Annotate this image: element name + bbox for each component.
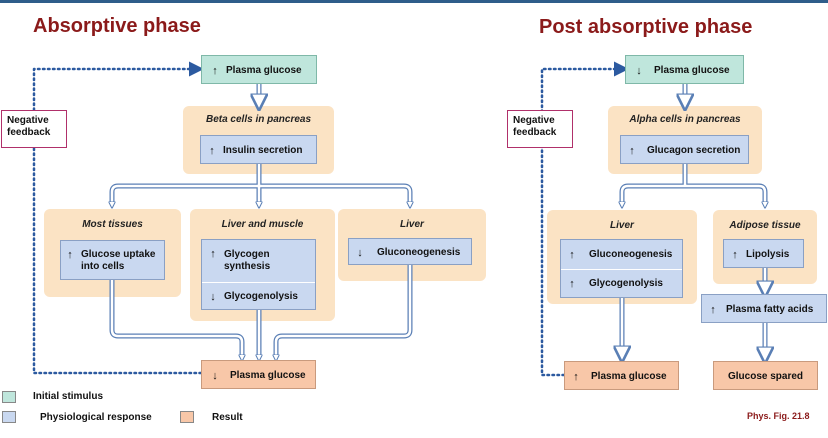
- post-gluconeogenesis-label: Gluconeogenesis: [589, 248, 673, 260]
- row-separator: [561, 269, 682, 270]
- glucose-spared-label: Glucose spared: [727, 370, 804, 382]
- glucose-uptake-box: ↑ Glucose uptake into cells: [60, 240, 165, 280]
- alpha-cells-label: Alpha cells in pancreas: [629, 114, 741, 125]
- down-arrow-icon: ↓: [212, 369, 218, 382]
- legend-swatch-result: [180, 411, 194, 423]
- most-tissues-label: Most tissues: [82, 219, 143, 230]
- glucagon-label: Glucagon secretion: [647, 144, 741, 156]
- legend-physiological-response: Physiological response: [40, 412, 152, 423]
- post-result-glucose-box: ↑ Plasma glucose: [564, 361, 679, 390]
- abs-result-box: ↓ Plasma glucose: [201, 360, 316, 389]
- glycogenolysis-label: Glycogenolysis: [224, 290, 298, 302]
- glucose-spared-box: Glucose spared: [713, 361, 818, 390]
- down-arrow-icon: ↓: [636, 64, 642, 77]
- insulin-label: Insulin secretion: [223, 144, 303, 156]
- up-arrow-icon: ↑: [569, 248, 575, 261]
- down-arrow-icon: ↓: [357, 246, 363, 259]
- insulin-box: ↑ Insulin secretion: [200, 135, 317, 164]
- abs-stimulus-label: Plasma glucose: [226, 64, 302, 76]
- fatty-acids-box: ↑ Plasma fatty acids: [701, 294, 827, 323]
- glycogen-box: ↑ Glycogen synthesis ↓ Glycogenolysis: [201, 239, 316, 310]
- fatty-acids-label: Plasma fatty acids: [726, 303, 814, 315]
- legend-swatch-stimulus: [2, 391, 16, 403]
- negative-feedback-left-line2: feedback: [7, 127, 51, 138]
- top-bar: [0, 0, 828, 3]
- up-arrow-icon: ↑: [569, 278, 575, 290]
- legend-swatch-response: [2, 411, 16, 423]
- row-separator: [202, 282, 315, 283]
- post-result-glucose-label: Plasma glucose: [591, 370, 667, 382]
- glucose-uptake-line2: into cells: [81, 261, 125, 272]
- negative-feedback-right-line1: Negative: [513, 115, 555, 126]
- absorptive-title: Absorptive phase: [33, 15, 201, 37]
- up-arrow-icon: ↑: [67, 249, 73, 261]
- glycogen-synthesis-line2: synthesis: [224, 261, 271, 272]
- lipolysis-box: ↑ Lipolysis: [723, 239, 804, 268]
- abs-result-label: Plasma glucose: [230, 369, 306, 381]
- wire-converge-to-result: [109, 262, 413, 358]
- negative-feedback-left: Negative feedback: [1, 110, 67, 148]
- post-liver-box: ↑ Gluconeogenesis ↑ Glycogenolysis: [560, 239, 683, 298]
- post-glycogenolysis-label: Glycogenolysis: [589, 278, 663, 289]
- post-stimulus-box: ↓ Plasma glucose: [625, 55, 744, 84]
- down-arrow-icon: ↓: [210, 290, 216, 303]
- lipolysis-label: Lipolysis: [746, 248, 790, 260]
- up-arrow-icon: ↑: [209, 144, 215, 157]
- legend-result: Result: [212, 412, 243, 423]
- up-arrow-icon: ↑: [710, 303, 716, 316]
- gluconeogenesis-box: ↓ Gluconeogenesis: [348, 238, 472, 265]
- feedback-loop-right: [540, 61, 629, 377]
- abs-stimulus-box: ↑ Plasma glucose: [201, 55, 317, 84]
- up-arrow-icon: ↑: [573, 370, 579, 383]
- gluconeogenesis-label: Gluconeogenesis: [377, 246, 461, 258]
- glycogen-synthesis-line1: Glycogen: [224, 249, 270, 260]
- post-stimulus-label: Plasma glucose: [654, 64, 730, 76]
- up-arrow-icon: ↑: [732, 248, 738, 261]
- post-liver-label: Liver: [610, 220, 634, 231]
- glucagon-box: ↑ Glucagon secretion: [620, 135, 749, 164]
- up-arrow-icon: ↑: [629, 144, 635, 157]
- glucose-uptake-line1: Glucose uptake: [81, 249, 156, 260]
- liver-label: Liver: [400, 219, 424, 230]
- negative-feedback-left-line1: Negative: [7, 115, 49, 126]
- post-absorptive-title: Post absorptive phase: [539, 16, 753, 38]
- beta-cells-label: Beta cells in pancreas: [205, 114, 312, 125]
- wire-glucagon-branches: [622, 161, 765, 205]
- feedback-loop-left: [32, 61, 204, 375]
- negative-feedback-right: Negative feedback: [507, 110, 573, 148]
- legend-initial-stimulus: Initial stimulus: [33, 391, 104, 402]
- up-arrow-icon: ↑: [210, 248, 216, 260]
- up-arrow-icon: ↑: [212, 64, 218, 77]
- wire-insulin-branches: [112, 161, 410, 205]
- liver-muscle-label: Liver and muscle: [221, 219, 304, 230]
- negative-feedback-right-line2: feedback: [513, 127, 557, 138]
- figure-caption: Phys. Fig. 21.8: [747, 411, 810, 421]
- adipose-label: Adipose tissue: [729, 220, 801, 231]
